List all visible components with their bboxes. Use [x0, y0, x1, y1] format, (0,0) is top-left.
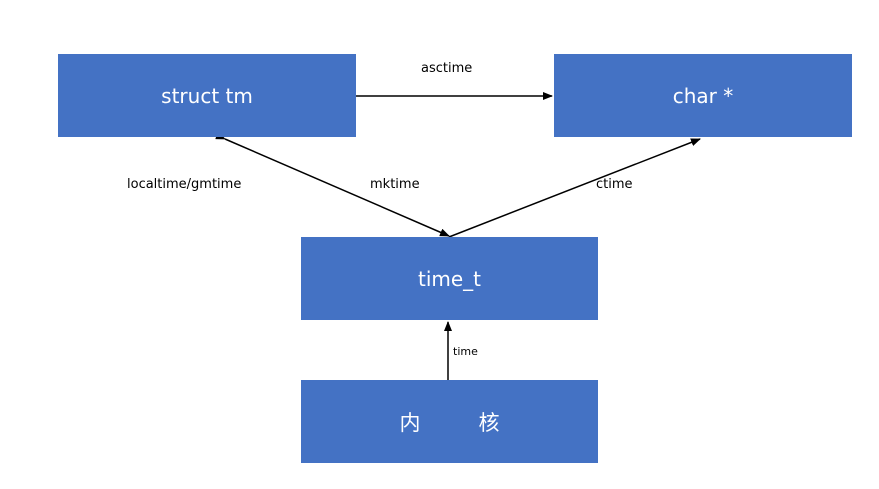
mktime-label: mktime [370, 177, 420, 192]
struct-tm-node: struct tm [58, 54, 356, 137]
kernel-label-char-1: 内 [399, 410, 421, 435]
struct-tm-label: struct tm [161, 83, 253, 108]
char-pointer-label: char * [672, 83, 734, 108]
ctime-label: ctime [596, 177, 633, 192]
time-t-node: time_t [301, 237, 598, 320]
asctime-label: asctime [421, 61, 473, 76]
kernel-node: 内 核 [301, 380, 598, 463]
ctime-arrow [448, 138, 701, 238]
time-label: time [453, 345, 478, 358]
char-pointer-node: char * [554, 54, 852, 137]
time-t-label: time_t [417, 266, 482, 291]
kernel-label-char-2: 核 [478, 410, 500, 435]
localtime-gmtime-label: localtime/gmtime [127, 177, 242, 192]
localtime-mktime-arrow [215, 131, 450, 237]
